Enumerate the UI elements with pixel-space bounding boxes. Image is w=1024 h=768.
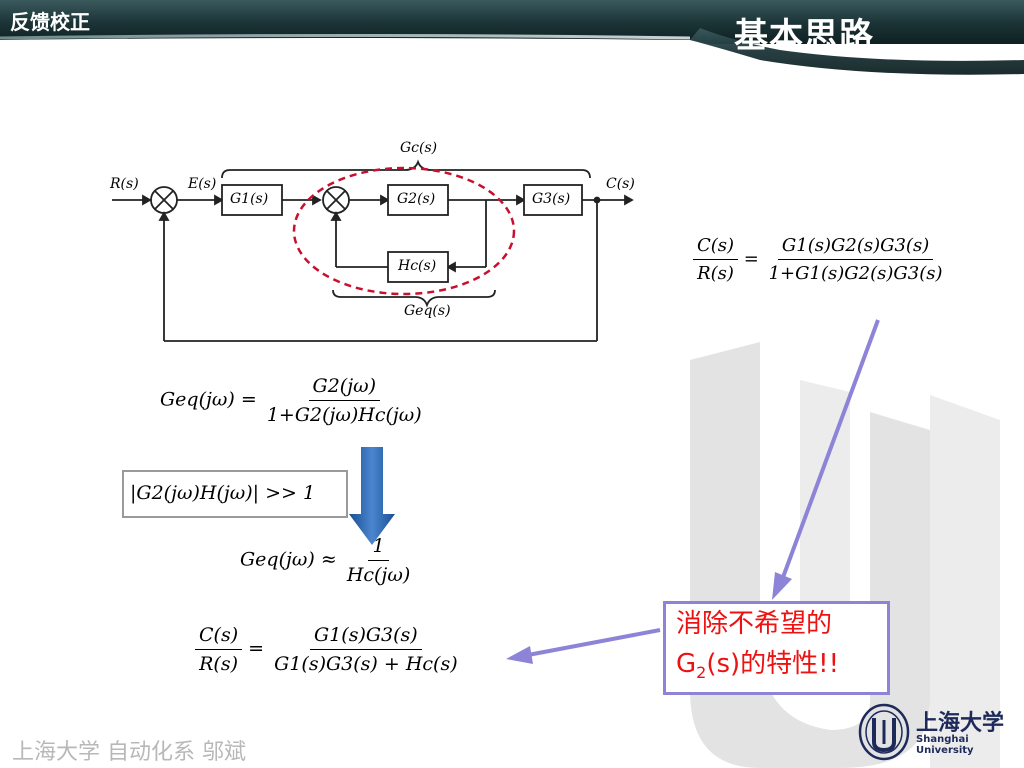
label-r: R(s)	[110, 176, 139, 192]
note-line-1: 消除不希望的	[676, 609, 833, 639]
label-g3: G3(s)	[532, 191, 571, 207]
condition-box: |G2(jω)H(jω)| >> 1	[122, 470, 348, 518]
approx-den: Hc(jω)	[346, 564, 411, 586]
label-hc: Hc(s)	[398, 258, 437, 274]
note-line-2: G2(s)的特性!!	[676, 644, 887, 693]
page-title: 基本思路	[734, 16, 874, 56]
geq-formula: Geq(jω) = G2(jω) 1+G2(jω)Hc(jω)	[160, 375, 426, 426]
label-c: C(s)	[606, 176, 635, 192]
label-e: E(s)	[188, 176, 217, 192]
highlight-ellipse	[292, 166, 516, 296]
overall-transfer-function: C(s)R(s) = G1(s)G2(s)G3(s)1+G1(s)G2(s)G3…	[693, 235, 946, 284]
note-suffix: (s)的特性!!	[706, 649, 840, 679]
header-background	[0, 0, 1024, 78]
footer-credit: 上海大学 自动化系 邬斌	[12, 740, 246, 765]
label-geq: Geq(s)	[404, 303, 451, 319]
shanghai-university-logo-icon	[858, 703, 910, 761]
overall-lhs-num: C(s)	[693, 235, 739, 260]
note-subscript: 2	[696, 663, 707, 683]
section-title: 反馈校正	[10, 10, 90, 34]
approx-num: 1	[368, 535, 389, 561]
condition-text: |G2(jω)H(jω)| >> 1	[130, 482, 316, 504]
block-g1	[221, 184, 283, 216]
geq-den: 1+G2(jω)Hc(jω)	[266, 404, 422, 426]
note-g: G	[676, 649, 697, 679]
header-bar: 反馈校正 基本思路	[0, 0, 1024, 78]
approx-lhs: Geq(jω) ≈	[240, 548, 337, 571]
geq-lhs: Geq(jω) =	[160, 388, 257, 411]
geq-num: G2(jω)	[308, 375, 380, 401]
final-lhs-num: C(s)	[195, 624, 243, 650]
overall-den: 1+G1(s)G2(s)G3(s)	[768, 263, 943, 284]
final-lhs-den: R(s)	[199, 653, 238, 675]
note-box: 消除不希望的 G2(s)的特性!!	[663, 601, 890, 695]
label-g2: G2(s)	[397, 191, 436, 207]
overall-lhs-den: R(s)	[697, 263, 734, 284]
overall-num: G1(s)G2(s)G3(s)	[777, 235, 934, 260]
logo-text-cn: 上海大学	[916, 711, 1005, 736]
logo-text-en: Shanghai University	[916, 734, 974, 756]
final-den: G1(s)G3(s) + Hc(s)	[274, 653, 458, 675]
final-transfer-function: C(s)R(s) = G1(s)G3(s)G1(s)G3(s) + Hc(s)	[195, 624, 462, 675]
final-num: G1(s)G3(s)	[310, 624, 422, 650]
label-gc: Gc(s)	[400, 140, 438, 156]
label-g1: G1(s)	[230, 191, 269, 207]
